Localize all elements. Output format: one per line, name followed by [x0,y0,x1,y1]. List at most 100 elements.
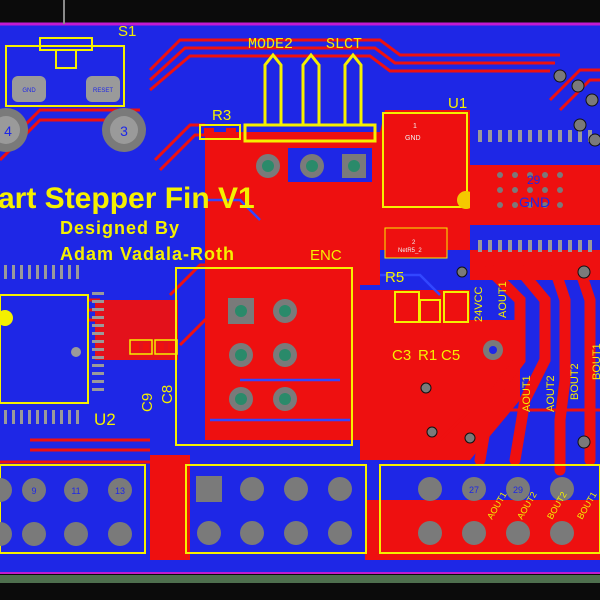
header-pad-square-hole [348,160,360,172]
top-copper-power-traces [474,264,596,476]
c8-pad-1 [158,343,164,351]
s1-pad-reset [86,76,120,102]
header-pin-1 [263,52,283,125]
c9-outline [129,339,153,355]
c9-pad-1 [133,343,139,351]
s1-pad-gnd-label: GND [22,88,36,94]
enc-label: ENC [310,247,342,264]
switch-s1: GND RESET 4 3 S1 [0,23,146,152]
header-middle-pad-8 [328,521,352,545]
header-left-pin-9-label: 9 [31,486,36,496]
mode2-label: MODE2 [248,36,293,53]
u2-pin1-marker [0,310,13,326]
r1-outline [419,299,441,323]
mode-select-header: MODE2 SLCT [243,36,377,182]
u1-netr5-2-label: NetR5_2 [398,248,422,254]
u1-regulator: U1 1 GND 2 NetR5_2 [382,95,475,259]
header-left-pin-11-label: 11 [71,486,80,496]
u2-microcontroller: U2 [0,265,116,429]
header-left-pin-13-label: 13 [115,486,125,496]
header-right-pin-27-label: 27 [469,485,479,495]
encoder-footprint [175,267,353,446]
u2-fiducial [71,347,81,357]
c9-pad-2 [143,343,149,351]
c5-designator: C5 [441,347,460,364]
header-body-outline [243,123,377,143]
thermal-vias [497,172,563,208]
vcc24-label: 24VCC [473,286,485,322]
driver-ic-pins-bottom [478,240,592,252]
c8-outline [154,339,178,355]
aout2-net-label: AOUT2 [545,375,557,412]
u1-gnd-label: GND [405,135,421,142]
header-middle-pad-4 [240,521,264,545]
vcc24-hole [489,346,497,354]
r3-pad-2 [226,128,236,136]
r3-designator: R3 [212,107,231,124]
c5-pad-2 [456,308,464,316]
driver-gnd-label: GND [519,194,550,210]
passives-r5-c3-r1-c5: R5 C3 R1 C5 [385,269,469,364]
encoder-pad-2-hole [279,305,291,317]
u2-pins-bottom [4,410,79,424]
header-left-pad-14 [108,522,132,546]
aout1-net-label-upper: AOUT1 [497,281,509,318]
c5-pad-1 [448,298,456,306]
header-left-pad-13 [108,478,132,502]
s1-actuator [55,49,77,69]
header-right-pad-30 [506,521,530,545]
header-right-pad-31 [550,477,574,501]
driver-pin-29-label: 29 [527,173,541,187]
c5-outline [443,291,469,323]
s1-pin-3-label: 3 [120,123,128,139]
encoder-pad-square-hole [235,305,247,317]
u2-pins-top [4,265,79,279]
s1-pad-reset-label: RESET [93,88,113,94]
header-left-outline [0,464,146,554]
header-pin-2 [301,52,321,125]
header-left-pad-10 [22,522,46,546]
c8-pad-2 [168,343,174,351]
r5-pad-1 [398,298,406,306]
header-middle-pad-5 [284,477,308,501]
s1-mount-hole-4 [0,116,20,144]
board-title: art Stepper Fin V1 [0,182,255,215]
u1-pin-1-label: 1 [413,123,417,130]
bottom-copper-traces [205,198,441,422]
board-edge-strip [0,575,600,583]
aout1-net-label: AOUT1 [521,375,533,412]
encoder-outline [175,267,353,446]
c3-designator: C3 [392,347,411,364]
header-middle-pad-2 [197,521,221,545]
designed-by-text: Designed By [60,218,180,238]
header-left-pad-8 [0,522,12,546]
header-right-pad-26 [418,521,442,545]
header-middle-pad-1 [196,476,222,502]
header-right-pad-29 [506,477,530,501]
c9-designator: C9 [139,393,156,412]
u1-designator: U1 [448,95,467,112]
header-right-outline [379,464,600,554]
encoder-pad-4-hole [279,349,291,361]
u1-tab-pad [384,227,448,259]
c8-designator: C8 [159,385,176,404]
header-left-pad-12 [64,522,88,546]
header-middle-pad-6 [284,521,308,545]
vias-right [420,69,600,449]
resistor-r3: R3 [199,107,241,140]
u1-outline [382,112,468,208]
r5-designator: R5 [385,269,404,286]
header-right-pad-25 [418,477,442,501]
header-left-pad-11 [64,478,88,502]
header-pin-3 [343,52,363,125]
bottom-header-middle [185,464,367,554]
bout1-net-label: BOUT1 [591,343,600,380]
header-middle-pad-7 [328,477,352,501]
s1-designator: S1 [118,23,136,40]
header-right-pad-32 [550,521,574,545]
s1-silkscreen-outline [5,45,125,107]
encoder-pad-5-hole [235,393,247,405]
u2-pins-right [92,292,104,391]
header-right-pad-27 [462,477,486,501]
